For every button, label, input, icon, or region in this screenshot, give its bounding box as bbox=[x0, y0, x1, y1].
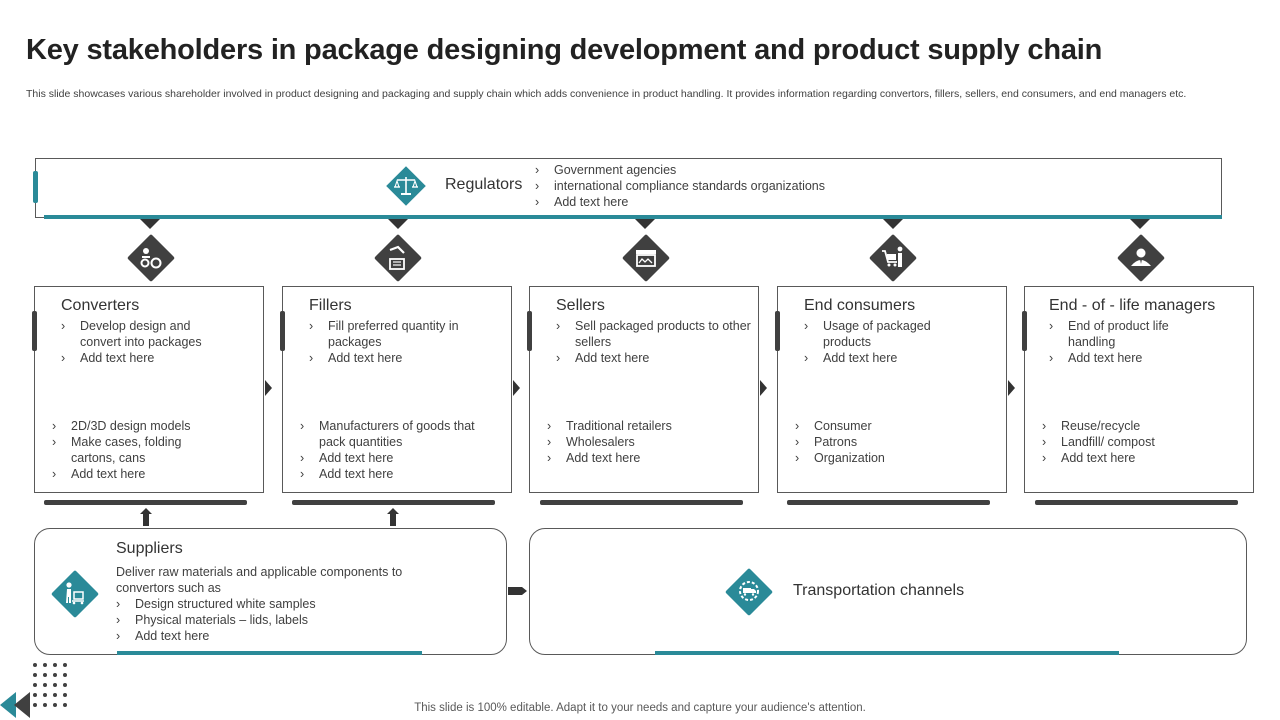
card-accent-tab bbox=[280, 311, 285, 351]
pointer-arrow bbox=[1130, 219, 1150, 229]
up-arrow-icon bbox=[387, 508, 399, 526]
corner-chevron-decoration bbox=[0, 692, 30, 718]
right-arrow-icon bbox=[508, 587, 527, 595]
robot-arm-icon bbox=[374, 234, 422, 282]
pointer-arrow bbox=[140, 219, 160, 229]
card-top-list: End of product life handling Add text he… bbox=[1049, 318, 1169, 366]
card-bottom-bar bbox=[540, 500, 743, 505]
manager-icon bbox=[1117, 234, 1165, 282]
suppliers-underline bbox=[117, 651, 422, 655]
card-bottom-list: Reuse/recycle Landfill/ compost Add text… bbox=[1042, 418, 1155, 466]
list-item: Add text here bbox=[61, 350, 211, 366]
list-item: Develop design and convert into packages bbox=[61, 318, 211, 350]
list-item: Government agencies bbox=[535, 162, 825, 178]
card-bottom-list: Manufacturers of goods that pack quantit… bbox=[300, 418, 500, 482]
card-top-list: Sell packaged products to other sellers … bbox=[556, 318, 751, 366]
list-item: Manufacturers of goods that pack quantit… bbox=[300, 418, 500, 450]
card-title: End - of - life managers bbox=[1049, 297, 1216, 314]
list-item: Organization bbox=[795, 450, 885, 466]
pointer-arrow bbox=[635, 219, 655, 229]
stakeholder-card-end-consumers: End consumers Usage of packaged products… bbox=[775, 286, 1007, 493]
list-item: Add text here bbox=[300, 450, 500, 466]
list-item: Add text here bbox=[300, 466, 500, 482]
list-item: Add text here bbox=[116, 628, 316, 644]
list-item: Add text here bbox=[309, 350, 474, 366]
list-item: Landfill/ compost bbox=[1042, 434, 1155, 450]
card-bottom-bar bbox=[1035, 500, 1238, 505]
list-item: Make cases, folding cartons, cans bbox=[52, 434, 202, 466]
list-item: Add text here bbox=[547, 450, 672, 466]
card-bottom-list: Consumer Patrons Organization bbox=[795, 418, 885, 466]
transportation-box bbox=[529, 528, 1247, 655]
card-bottom-bar bbox=[292, 500, 495, 505]
suppliers-list: Design structured white samples Physical… bbox=[116, 596, 316, 644]
regulators-list: Government agencies international compli… bbox=[535, 162, 825, 210]
card-title: Converters bbox=[61, 297, 140, 314]
list-item: Consumer bbox=[795, 418, 885, 434]
list-item: Add text here bbox=[1049, 350, 1169, 366]
card-title: Fillers bbox=[309, 297, 352, 314]
list-item: international compliance standards organ… bbox=[535, 178, 825, 194]
list-item: End of product life handling bbox=[1049, 318, 1169, 350]
card-top-list: Usage of packaged products Add text here bbox=[804, 318, 944, 366]
list-item: Patrons bbox=[795, 434, 885, 450]
list-item: Design structured white samples bbox=[116, 596, 316, 612]
scales-icon bbox=[386, 166, 426, 206]
list-item: Add text here bbox=[556, 350, 751, 366]
card-bottom-list: Traditional retailers Wholesalers Add te… bbox=[547, 418, 672, 466]
card-bottom-bar bbox=[787, 500, 990, 505]
list-item: Sell packaged products to other sellers bbox=[556, 318, 751, 350]
card-title: End consumers bbox=[804, 297, 916, 314]
stakeholder-card-sellers: Sellers Sell packaged products to other … bbox=[527, 286, 759, 493]
regulators-underline bbox=[44, 215, 1222, 219]
list-item: Physical materials – lids, labels bbox=[116, 612, 316, 628]
list-item: Reuse/recycle bbox=[1042, 418, 1155, 434]
card-title: Sellers bbox=[556, 297, 605, 314]
card-accent-tab bbox=[1022, 311, 1027, 351]
flow-arrow bbox=[513, 380, 520, 396]
decorative-dots bbox=[33, 663, 67, 707]
page-title: Key stakeholders in package designing de… bbox=[26, 34, 1103, 66]
gears-people-icon bbox=[127, 234, 175, 282]
transportation-label: Transportation channels bbox=[793, 582, 965, 599]
delivery-person-icon bbox=[51, 570, 99, 618]
stakeholder-card-fillers: Fillers Fill preferred quantity in packa… bbox=[280, 286, 512, 493]
suppliers-description: Deliver raw materials and applicable com… bbox=[116, 565, 403, 595]
stakeholder-card-end-of-life-managers: End - of - life managers End of product … bbox=[1022, 286, 1254, 493]
list-item: Wholesalers bbox=[547, 434, 672, 450]
card-accent-tab bbox=[527, 311, 532, 351]
card-accent-tab bbox=[32, 311, 37, 351]
list-item: Add text here bbox=[52, 466, 202, 482]
pointer-arrow bbox=[388, 219, 408, 229]
up-arrow-icon bbox=[140, 508, 152, 526]
card-top-list: Fill preferred quantity in packages Add … bbox=[309, 318, 474, 366]
stakeholder-card-converters: Converters Develop design and convert in… bbox=[32, 286, 264, 493]
regulators-accent-tab bbox=[33, 171, 38, 203]
page-subtitle: This slide showcases various shareholder… bbox=[26, 88, 1187, 100]
card-bottom-list: 2D/3D design models Make cases, folding … bbox=[52, 418, 202, 482]
list-item: Add text here bbox=[535, 194, 825, 210]
card-bottom-bar bbox=[44, 500, 247, 505]
flow-arrow bbox=[760, 380, 767, 396]
list-item: Usage of packaged products bbox=[804, 318, 944, 350]
shop-icon bbox=[622, 234, 670, 282]
list-item: 2D/3D design models bbox=[52, 418, 202, 434]
flow-arrow bbox=[265, 380, 272, 396]
list-item: Add text here bbox=[1042, 450, 1155, 466]
regulators-label: Regulators bbox=[445, 176, 523, 193]
list-item: Fill preferred quantity in packages bbox=[309, 318, 474, 350]
flow-arrow bbox=[1008, 380, 1015, 396]
pointer-arrow bbox=[883, 219, 903, 229]
list-item: Add text here bbox=[804, 350, 944, 366]
card-accent-tab bbox=[775, 311, 780, 351]
footer-note: This slide is 100% editable. Adapt it to… bbox=[414, 702, 866, 714]
truck-gear-icon bbox=[725, 568, 773, 616]
transportation-underline bbox=[655, 651, 1119, 655]
shopping-cart-person-icon bbox=[869, 234, 917, 282]
suppliers-title: Suppliers bbox=[116, 540, 183, 557]
card-top-list: Develop design and convert into packages… bbox=[61, 318, 211, 366]
list-item: Traditional retailers bbox=[547, 418, 672, 434]
